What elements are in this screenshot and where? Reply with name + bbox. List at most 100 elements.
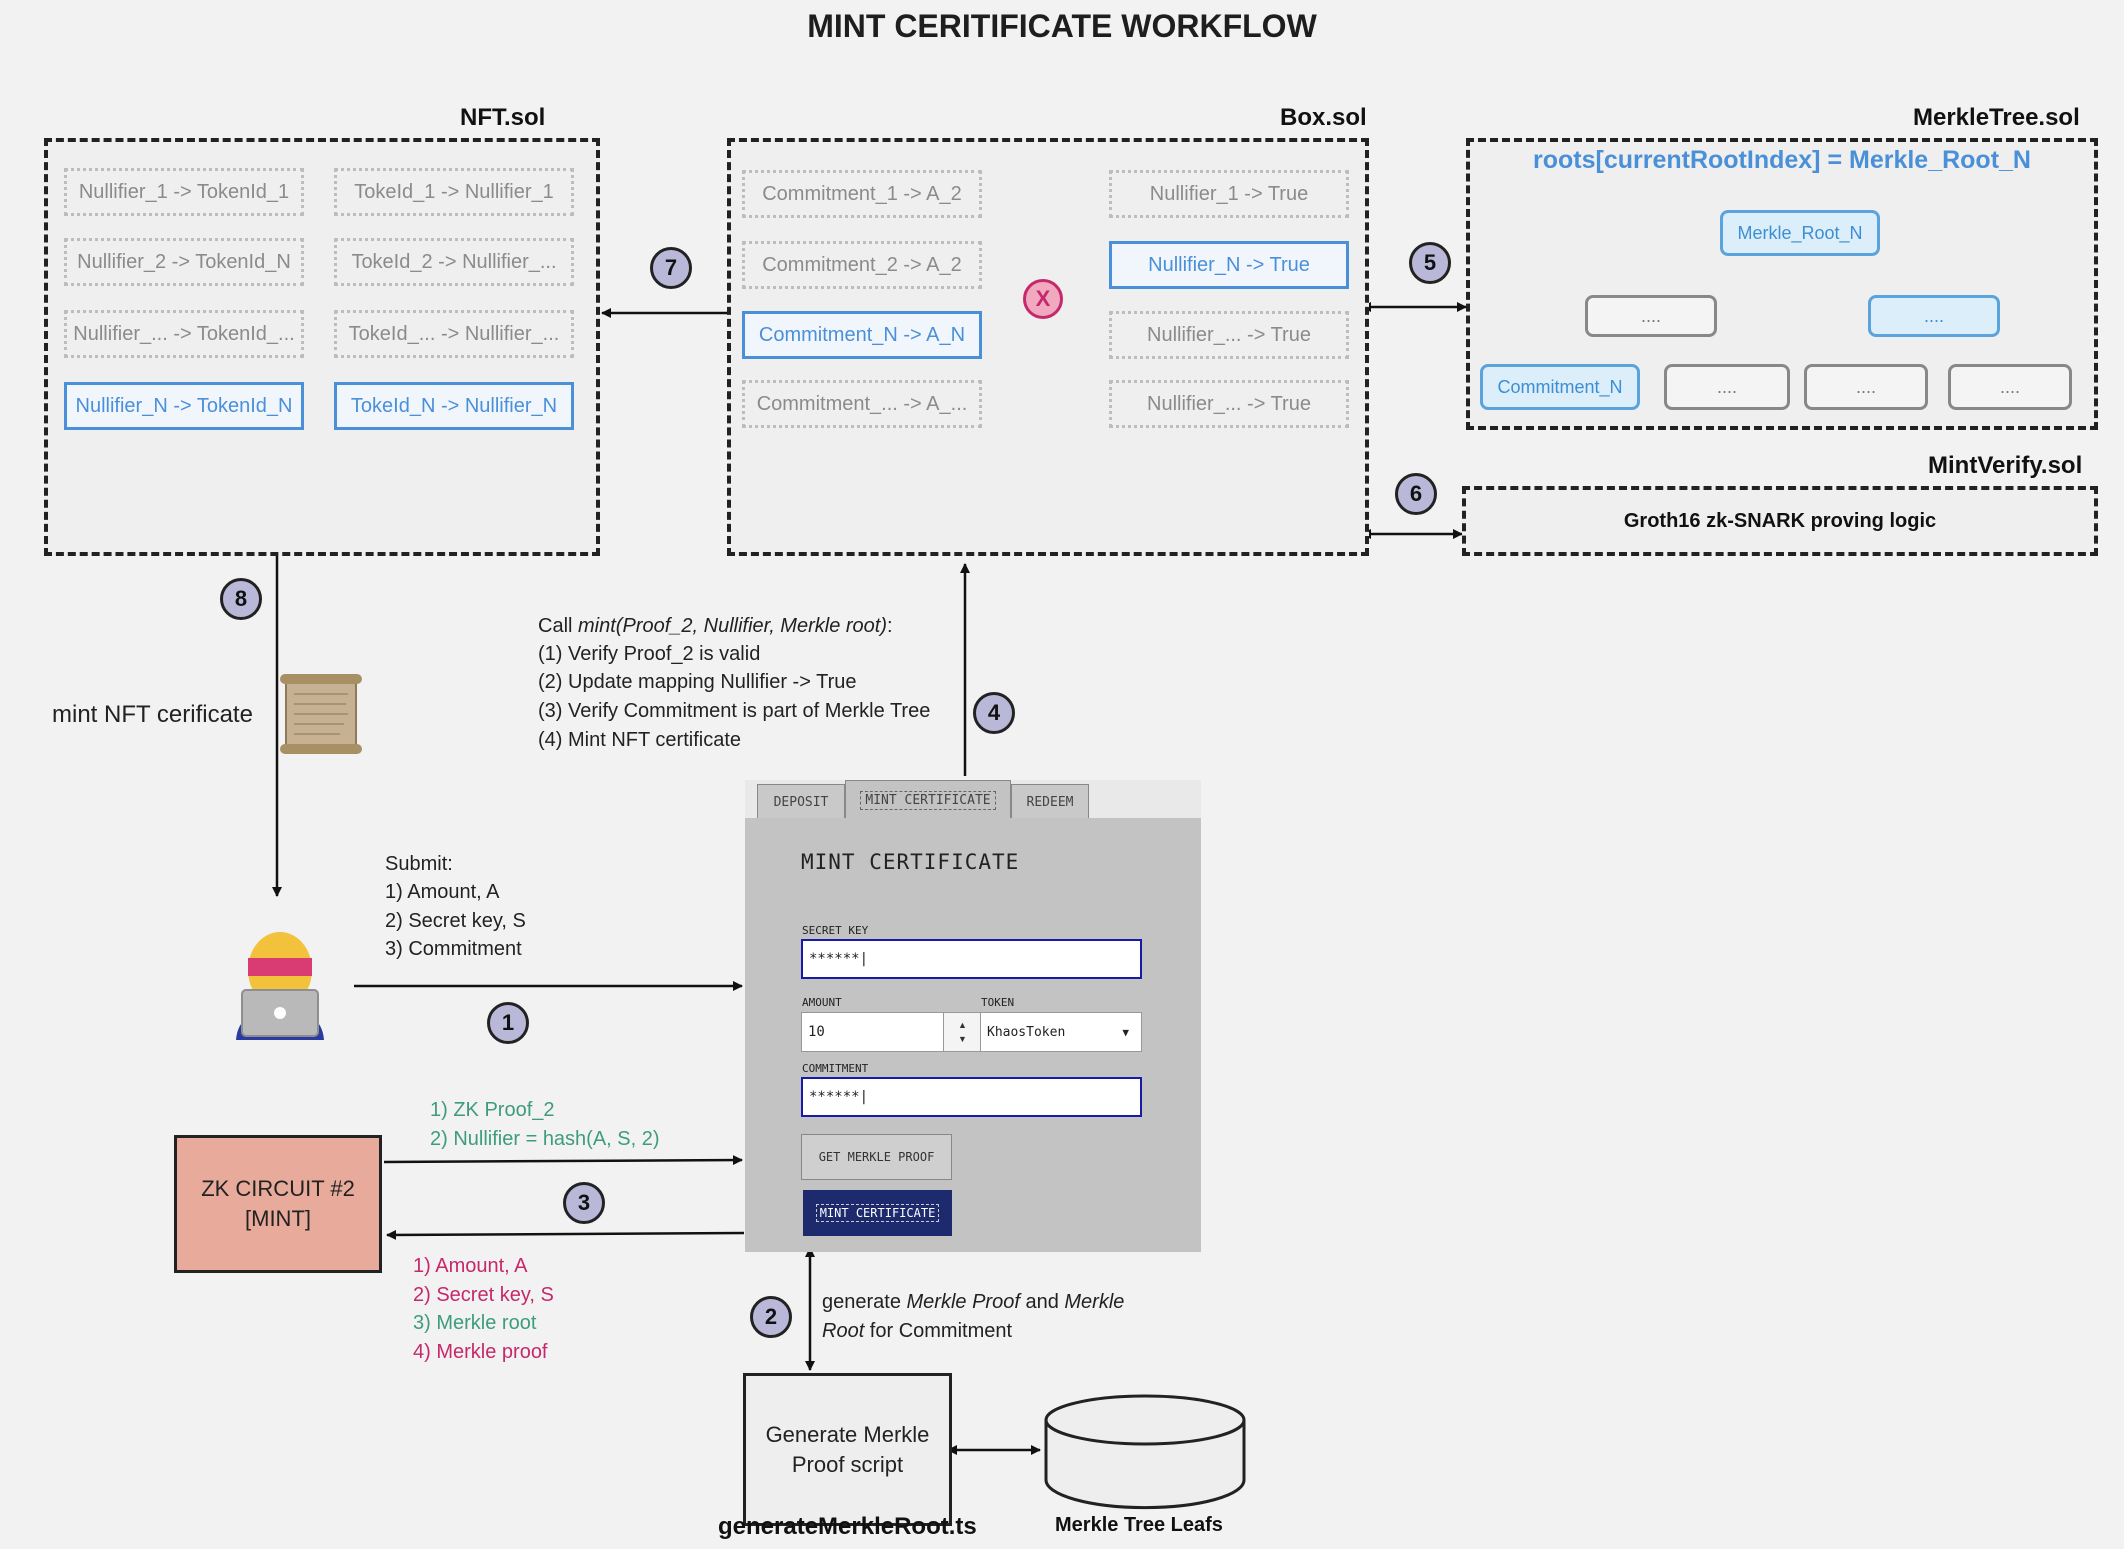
commitment-input[interactable]: ******| [801, 1077, 1142, 1117]
arrow-app-to-zk [386, 1229, 745, 1240]
tab-mint-certificate[interactable]: MINT CERTIFICATE [845, 780, 1011, 820]
merkle-leaf-node: .... [1948, 364, 2072, 410]
call-mint-line: (1) Verify Proof_2 is valid [538, 643, 761, 665]
gen-text-part: generate [822, 1291, 907, 1313]
zk-circuit-box: ZK CIRCUIT #2 [MINT] [174, 1135, 382, 1273]
step-badge-3: 3 [563, 1182, 605, 1224]
user-laptop-icon [236, 932, 324, 1040]
get-merkle-proof-button[interactable]: GET MERKLE PROOF [801, 1134, 952, 1180]
generate-script-line: Proof script [791, 1451, 904, 1477]
step-badge-5: 5 [1409, 242, 1451, 284]
database-label: Merkle Tree Leafs [1055, 1514, 1223, 1536]
submit-line: 2) Secret key, S [385, 910, 526, 932]
nft-mapping-right-highlight: TokeId_N -> Nullifier_N [334, 382, 574, 430]
commitment-label: COMMITMENT [802, 1062, 869, 1075]
merkle-roots-expression: roots[currentRootIndex] = Merkle_Root_N [1533, 146, 2031, 174]
nullifier-mapping: Nullifier_... -> True [1109, 380, 1349, 428]
nft-mapping-right: TokeId_2 -> Nullifier_... [334, 238, 574, 286]
commitment-mapping: Commitment_2 -> A_2 [742, 241, 982, 289]
generate-script-box: Generate Merkle Proof script [743, 1373, 952, 1526]
merkle-leaf-commitment: Commitment_N [1480, 364, 1640, 410]
token-label: TOKEN [981, 996, 1015, 1009]
generate-proof-text: generate Merkle Proof and Merkle [822, 1288, 1124, 1316]
step-badge-4: 4 [973, 692, 1015, 734]
tab-redeem[interactable]: REDEEM [1011, 784, 1089, 820]
nft-mapping-left: Nullifier_... -> TokenId_... [64, 310, 304, 358]
zk-output-line: 2) Nullifier = hash(A, S, 2) [430, 1128, 660, 1150]
merkle-leaf-node: .... [1664, 364, 1790, 410]
merkle-mid-node-highlight: .... [1868, 295, 2000, 337]
zk-input-line: 1) Amount, A [413, 1255, 528, 1277]
call-function: mint(Proof_2, Nullifier, Merkle root) [578, 615, 887, 637]
generate-script-filename: generateMerkleRoot.ts [718, 1513, 977, 1540]
gen-text-italic: Merkle Proof [906, 1291, 1020, 1313]
submit-heading: Submit: [385, 853, 453, 875]
nft-contract-label: NFT.sol [460, 104, 546, 131]
zk-circuit-subtitle: [MINT] [245, 1206, 311, 1231]
zk-output-line: 1) ZK Proof_2 [430, 1099, 555, 1121]
chevron-down-icon: ▼ [1122, 1025, 1129, 1039]
gen-text-part: for Commitment [864, 1320, 1013, 1342]
zk-input-line: 3) Merkle root [413, 1312, 537, 1334]
gen-text-italic: Root [822, 1320, 865, 1342]
nullifier-mapping-highlight: Nullifier_N -> True [1109, 241, 1349, 289]
gen-text-part: and [1019, 1291, 1065, 1313]
mint-nft-label: mint NFT cerificate [52, 701, 253, 728]
mint-certificate-button-label: MINT CERTIFICATE [815, 1204, 940, 1222]
scroll-icon [280, 674, 362, 754]
nullifier-mapping: Nullifier_1 -> True [1109, 170, 1349, 218]
zk-circuit-title: ZK CIRCUIT #2 [201, 1176, 355, 1201]
nft-contract-box [44, 138, 600, 556]
zk-input-line: 2) Secret key, S [413, 1284, 554, 1306]
merkle-leaf-node: .... [1804, 364, 1928, 410]
call-prefix: Call [538, 615, 579, 637]
arrow-zk-to-app [383, 1155, 743, 1166]
call-mint-line: (2) Update mapping Nullifier -> True [538, 671, 857, 693]
app-heading: MINT CERTIFICATE [801, 850, 1020, 874]
amount-stepper[interactable]: ▲ ▼ [943, 1013, 981, 1051]
step-badge-7: 7 [650, 247, 692, 289]
token-select[interactable]: KhaosToken ▼ [980, 1012, 1142, 1052]
stepper-up-icon[interactable]: ▲ [958, 1020, 967, 1030]
zk-input-line: 4) Merkle proof [413, 1341, 548, 1363]
mint-certificate-button[interactable]: MINT CERTIFICATE [803, 1190, 952, 1236]
tab-deposit[interactable]: DEPOSIT [757, 784, 845, 820]
box-contract-label: Box.sol [1280, 104, 1367, 131]
page-title: MINT CERITIFICATE WORKFLOW [807, 8, 1317, 44]
call-mint-line: (3) Verify Commitment is part of Merkle … [538, 700, 931, 722]
step-badge-8: 8 [220, 578, 262, 620]
generate-proof-text-2: Root for Commitment [822, 1317, 1012, 1345]
amount-label: AMOUNT [802, 996, 842, 1009]
verify-contract-box: Groth16 zk-SNARK proving logic [1462, 486, 2098, 556]
nft-mapping-left: Nullifier_1 -> TokenId_1 [64, 168, 304, 216]
step-badge-6: 6 [1395, 473, 1437, 515]
nft-mapping-left-highlight: Nullifier_N -> TokenId_N [64, 382, 304, 430]
nft-mapping-right: TokeId_... -> Nullifier_... [334, 310, 574, 358]
commitment-mapping: Commitment_... -> A_... [742, 380, 982, 428]
call-mint-heading: Call mint(Proof_2, Nullifier, Merkle roo… [538, 612, 893, 640]
merkle-contract-label: MerkleTree.sol [1913, 104, 2080, 131]
stepper-down-icon[interactable]: ▼ [958, 1034, 967, 1044]
commitment-mapping-highlight: Commitment_N -> A_N [742, 311, 982, 359]
verify-contract-label: MintVerify.sol [1928, 452, 2083, 479]
generate-script-line: Generate Merkle [765, 1421, 930, 1447]
secret-key-input[interactable]: ******| [801, 939, 1142, 979]
step-badge-1: 1 [487, 1002, 529, 1044]
submit-line: 1) Amount, A [385, 881, 500, 903]
nullifier-mapping: Nullifier_... -> True [1109, 311, 1349, 359]
call-suffix: : [887, 615, 893, 637]
merkle-mid-node: .... [1585, 295, 1717, 337]
secret-key-label: SECRET KEY [802, 924, 869, 937]
nft-mapping-left: Nullifier_2 -> TokenId_N [64, 238, 304, 286]
gen-text-italic: Merkle [1064, 1291, 1125, 1313]
call-mint-line: (4) Mint NFT certificate [538, 729, 741, 751]
database-icon [1044, 1394, 1246, 1510]
token-select-value: KhaosToken [987, 1024, 1066, 1040]
submit-line: 3) Commitment [385, 938, 522, 960]
merkle-root-node: Merkle_Root_N [1720, 210, 1880, 256]
nft-mapping-right: TokeId_1 -> Nullifier_1 [334, 168, 574, 216]
step-badge-2: 2 [750, 1296, 792, 1338]
x-mark-icon: X [1023, 279, 1063, 319]
commitment-mapping: Commitment_1 -> A_2 [742, 170, 982, 218]
